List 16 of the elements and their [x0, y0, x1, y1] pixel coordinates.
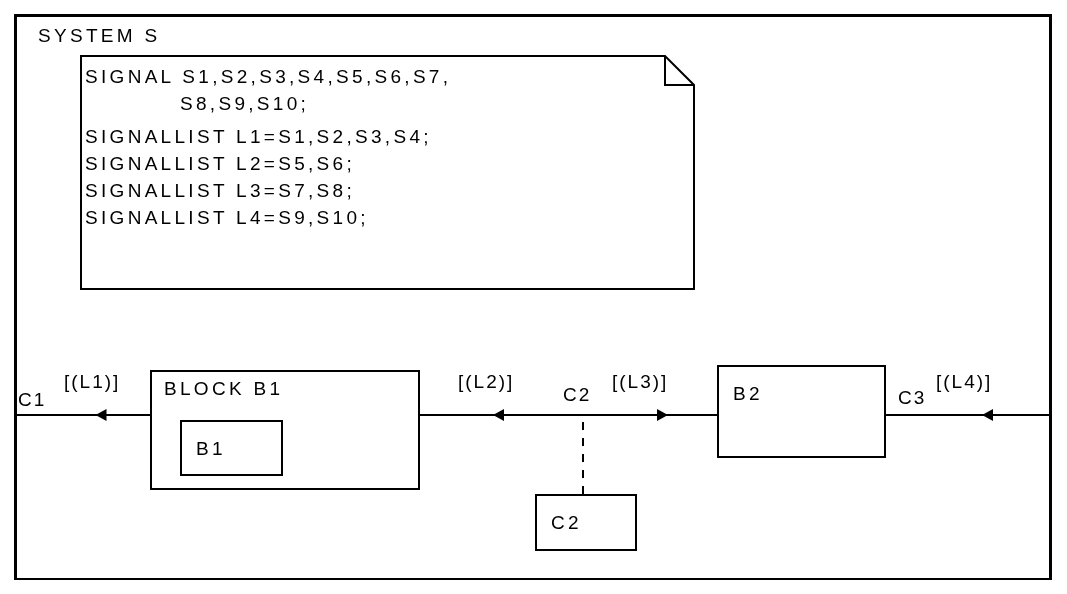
declaration-text: SIGNALLIST L4=S9,S10;: [85, 206, 370, 230]
block-box: [717, 365, 886, 458]
declaration-text: SIGNAL S1,S2,S3,S4,S5,S6,S7, S8,S9,S10;: [85, 65, 453, 116]
declaration-text: SIGNALLIST L1=S1,S2,S3,S4;: [85, 125, 433, 149]
declaration-text: SIGNALLIST L2=S5,S6;: [85, 152, 357, 176]
system-frame: [14, 14, 1052, 580]
block-name: C2: [551, 512, 582, 534]
block-box: [180, 420, 283, 476]
text-note: [80, 55, 695, 290]
block-box: [150, 370, 420, 490]
block-name: B1: [196, 438, 226, 460]
block-box: [535, 494, 637, 551]
block-name: BLOCK B1: [164, 378, 284, 400]
block-name: B2: [733, 383, 763, 405]
declaration-text: SIGNALLIST L3=S7,S8;: [85, 179, 357, 203]
system-title: SYSTEM S: [38, 25, 161, 47]
